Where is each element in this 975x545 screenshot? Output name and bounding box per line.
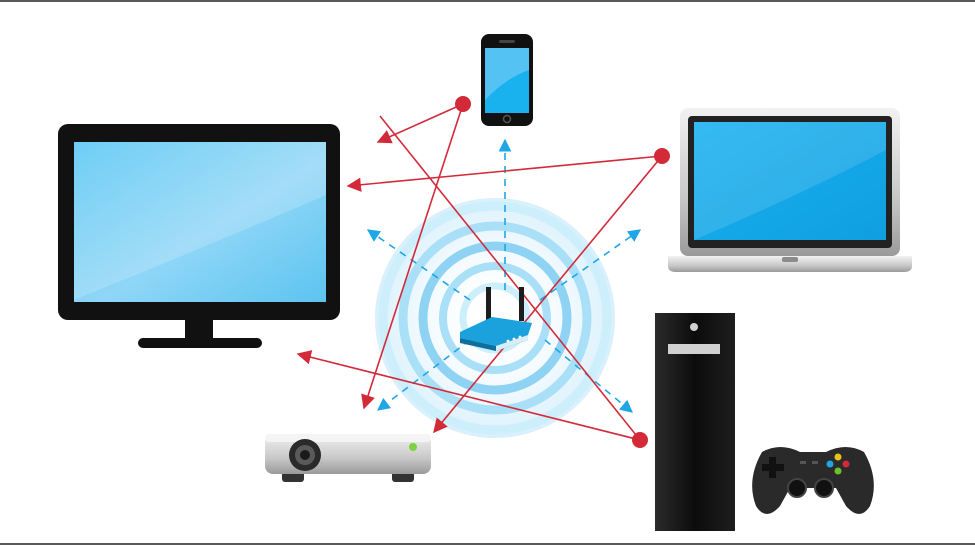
node-tower — [632, 432, 648, 448]
projector-icon — [265, 434, 431, 482]
laptop-icon — [668, 108, 912, 272]
node-laptop — [654, 148, 670, 164]
smartphone-icon — [481, 34, 533, 126]
gamepad-icon — [752, 447, 874, 514]
tv-monitor-icon — [58, 124, 340, 348]
desktop-tower-icon — [655, 313, 735, 531]
connection-phone-to-tv — [378, 104, 463, 142]
node-phone — [455, 96, 471, 112]
